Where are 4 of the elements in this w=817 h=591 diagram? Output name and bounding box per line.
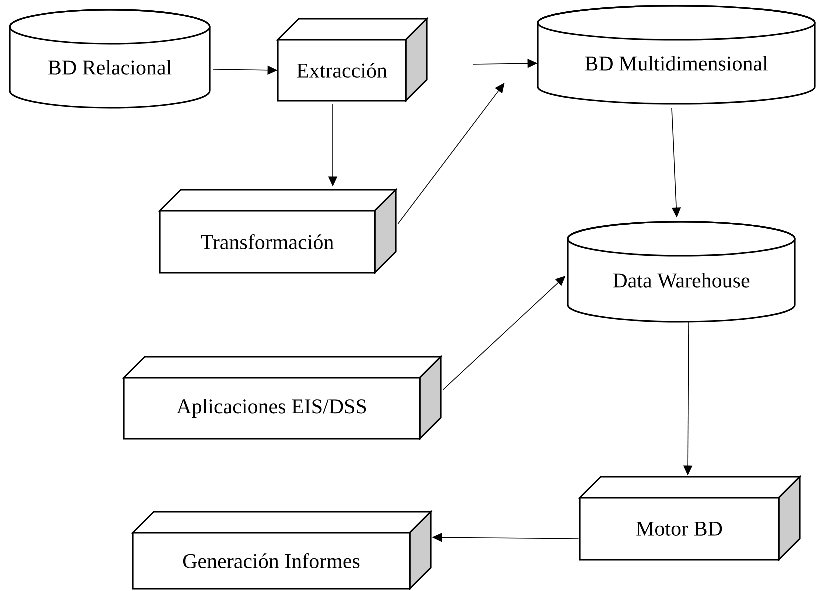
database-cylinder: BD Multidimensional [537,5,816,105]
database-cylinder: BD Relacional [9,9,211,109]
database-cylinder: Data Warehouse [567,221,796,323]
arrow [398,83,505,224]
